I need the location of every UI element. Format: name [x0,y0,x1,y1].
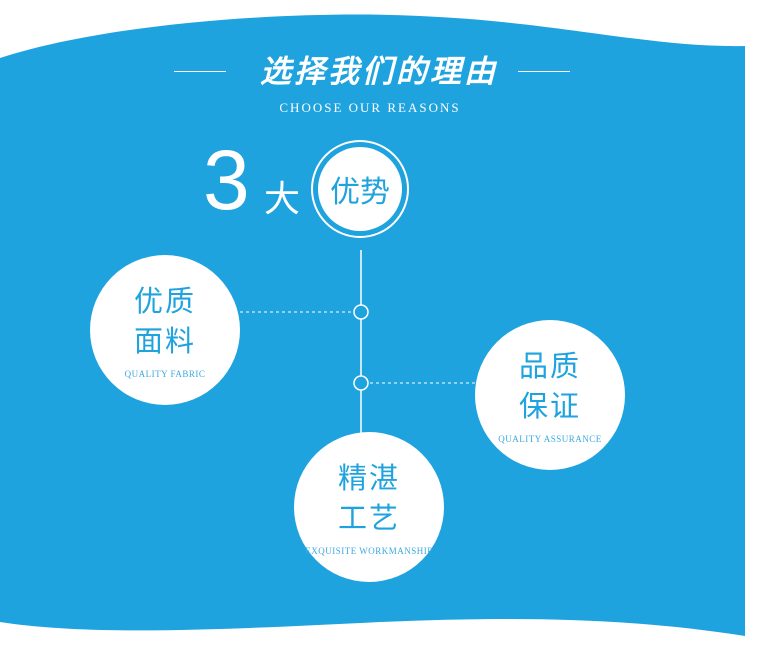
headline-unit: 大 [264,179,301,220]
feature-subtitle: QUALITY FABRIC [124,369,206,379]
blue-wave-panel [0,14,745,637]
feature-title-line2: 工艺 [337,501,400,535]
feature-circle-workmanship: 精湛 工艺 EXQUISITE WORKMANSHIP [294,432,444,582]
headline-badge: 优势 [318,147,402,231]
title-rule-left [174,71,226,72]
feature-title-line2: 保证 [518,389,581,423]
title-rule-right [518,71,570,72]
headline-badge-ring [311,140,409,238]
page-title: 选择我们的理由 [260,54,498,90]
connector-node-top [353,304,369,320]
feature-title-line1: 品质 [518,349,581,383]
page-subtitle: CHOOSE OUR REASONS [279,100,461,115]
feature-subtitle: EXQUISITE WORKMANSHIP [305,546,433,556]
connector-node-bottom [353,375,369,391]
feature-circle-quality-assurance: 品质 保证 QUALITY ASSURANCE [475,320,625,470]
headline-number: 3 [203,133,250,227]
feature-circle-quality-fabric: 优质 面料 QUALITY FABRIC [90,255,240,405]
headline-badge-text: 优势 [330,175,390,210]
feature-title-line1: 精湛 [337,461,400,495]
feature-title-line2: 面料 [133,324,196,358]
feature-subtitle: QUALITY ASSURANCE [498,434,602,444]
feature-title-line1: 优质 [133,284,196,318]
